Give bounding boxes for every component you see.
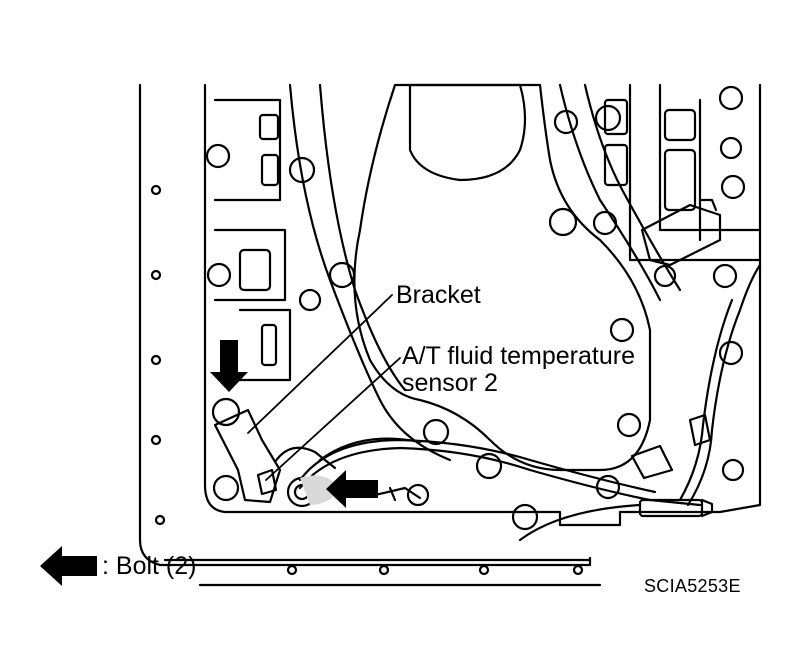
case-outline	[138, 83, 592, 567]
legend-text: : Bolt (2)	[102, 552, 197, 580]
sensor-label-line1: A/T fluid temperature	[402, 342, 635, 370]
legend-arrow-icon	[40, 546, 97, 586]
bolt-arrow-left-icon	[326, 470, 378, 508]
central-window	[353, 83, 652, 472]
sensor-label-line2: sensor 2	[402, 369, 498, 397]
bracket-leader	[247, 294, 393, 434]
bracket	[213, 408, 282, 504]
bolt-arrows	[40, 340, 378, 586]
bracket-label: Bracket	[396, 281, 481, 309]
sensor-leader	[265, 357, 401, 481]
harness-wire	[298, 446, 702, 507]
valve-body-left	[203, 83, 762, 527]
sensor-label: A/T fluid temperature sensor 2	[402, 343, 635, 397]
bolt-arrow-down-icon	[210, 340, 248, 392]
figure-code: SCIA5253E	[644, 576, 741, 596]
